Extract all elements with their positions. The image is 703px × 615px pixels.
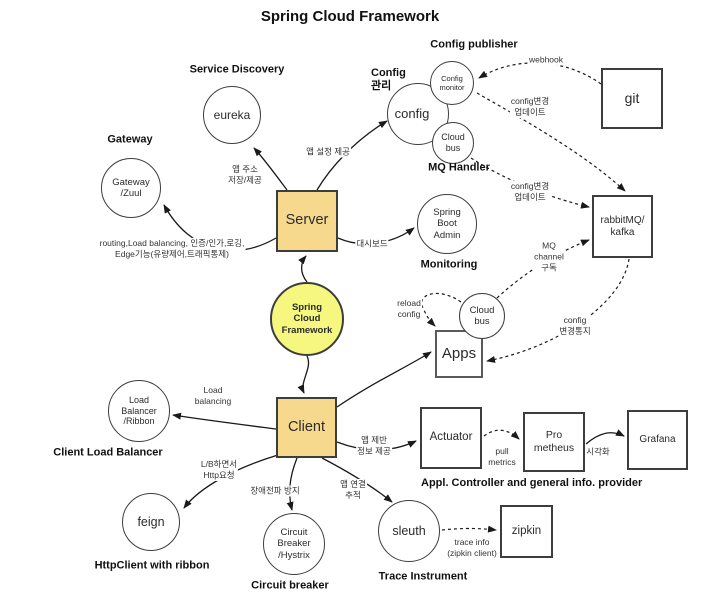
node-feign: feign bbox=[122, 493, 180, 551]
node-circuit-breaker-hystrix: Circuit Breaker /Hystrix bbox=[263, 513, 325, 575]
edge-label-config-notify: config 변경통지 bbox=[558, 314, 592, 338]
edge-client-to-sleuth bbox=[321, 457, 393, 503]
edge-label-visualize: 시각화 bbox=[585, 446, 611, 458]
edge-client-to-circuitbreaker bbox=[286, 457, 298, 511]
node-rabbitmq-kafka: rabbitMQ/ kafka bbox=[592, 195, 653, 258]
edge-git-to-configmonitor-webhook bbox=[478, 62, 602, 85]
edge-scf-to-server bbox=[298, 255, 308, 283]
caption-mq-handler: MQ Handler bbox=[428, 161, 490, 174]
node-server: Server bbox=[276, 190, 338, 252]
edge-label-app-config: 앱 설정 제공 bbox=[305, 146, 351, 158]
node-load-balancer-ribbon: Load Balancer /Ribbon bbox=[108, 380, 170, 442]
caption-httpclient-with-ribbon: HttpClient with ribbon bbox=[94, 559, 210, 572]
caption-circuit-breaker: Circuit breaker bbox=[251, 579, 329, 592]
node-prometheus: Pro metheus bbox=[523, 412, 585, 472]
node-apps: Apps bbox=[435, 330, 483, 378]
edge-label-config-update-top: config변경 업데이트 bbox=[509, 95, 551, 119]
edge-label-load-balancing: Load balancing bbox=[193, 384, 233, 408]
caption-appl-controller: Appl. Controller and general info. provi… bbox=[421, 477, 643, 489]
edge-label-app-info: 앱 제반 정보 제공 bbox=[356, 434, 392, 458]
node-actuator: Actuator bbox=[420, 407, 482, 469]
edge-server-to-eureka bbox=[253, 147, 288, 191]
caption-client-load-balancer: Client Load Balancer bbox=[53, 446, 163, 459]
caption-trace-instrument: Trace Instrument bbox=[378, 570, 468, 583]
caption-config-mgmt: Config 관리 bbox=[371, 67, 406, 93]
edge-label-trace-info: trace info (zipkin client) bbox=[446, 536, 498, 560]
node-gateway-zuul: Gateway /Zuul bbox=[101, 158, 161, 218]
node-spring-cloud-framework: Spring Cloud Framework bbox=[270, 282, 344, 356]
edge-label-mq-channel: MQ channel 구독 bbox=[533, 240, 565, 274]
edge-client-to-apps bbox=[336, 351, 432, 408]
edge-cloudbus-top-to-rabbitmq bbox=[470, 157, 590, 209]
edge-label-pull-metrics: pull metrics bbox=[487, 445, 517, 469]
node-cloud-bus-top: Cloud bus bbox=[432, 122, 474, 164]
edge-label-config-update-mid: config변경 업데이트 bbox=[509, 180, 551, 204]
node-client: Client bbox=[276, 397, 337, 458]
edge-sleuth-to-zipkin bbox=[441, 525, 497, 533]
edge-label-webhook: webhook bbox=[527, 54, 565, 66]
edge-label-reload-config: reload config bbox=[396, 297, 422, 321]
node-sleuth: sleuth bbox=[378, 500, 440, 562]
edge-prometheus-to-grafana bbox=[585, 429, 625, 445]
diagram-title: Spring Cloud Framework bbox=[260, 8, 440, 25]
edge-label-lb-http: L/B하면서 Http요청 bbox=[199, 458, 239, 482]
edge-rabbitmq-to-apps bbox=[486, 258, 630, 363]
caption-config-publisher: Config publisher bbox=[430, 38, 518, 51]
edge-label-app-trace: 앱 연결 추적 bbox=[339, 478, 367, 502]
edge-client-to-loadbalancer bbox=[172, 412, 277, 430]
node-grafana: Grafana bbox=[627, 410, 688, 470]
caption-gateway: Gateway bbox=[107, 133, 153, 146]
edge-cloudbus-apps-reload-loop bbox=[421, 292, 462, 327]
edge-label-routing: routing,Load balancing, 인증/인가,로깅, Edge기능… bbox=[98, 237, 246, 261]
node-eureka: eureka bbox=[203, 86, 261, 144]
edge-label-app-address: 앱 주소 저장/제공 bbox=[227, 163, 263, 187]
node-config-monitor: Config monitor bbox=[430, 61, 474, 105]
node-git: git bbox=[601, 68, 663, 129]
edge-label-fault-block: 장애전파 방지 bbox=[249, 485, 301, 497]
caption-monitoring: Monitoring bbox=[420, 258, 478, 271]
node-zipkin: zipkin bbox=[500, 505, 553, 558]
caption-service-discovery: Service Discovery bbox=[189, 63, 285, 76]
node-cloud-bus-apps: Cloud bus bbox=[459, 293, 505, 339]
edge-label-dashboard: 대시보드 bbox=[355, 238, 389, 250]
edge-scf-to-client bbox=[297, 355, 310, 394]
node-spring-boot-admin: Spring Boot Admin bbox=[417, 194, 477, 254]
edge-actuator-to-prometheus bbox=[483, 429, 520, 440]
